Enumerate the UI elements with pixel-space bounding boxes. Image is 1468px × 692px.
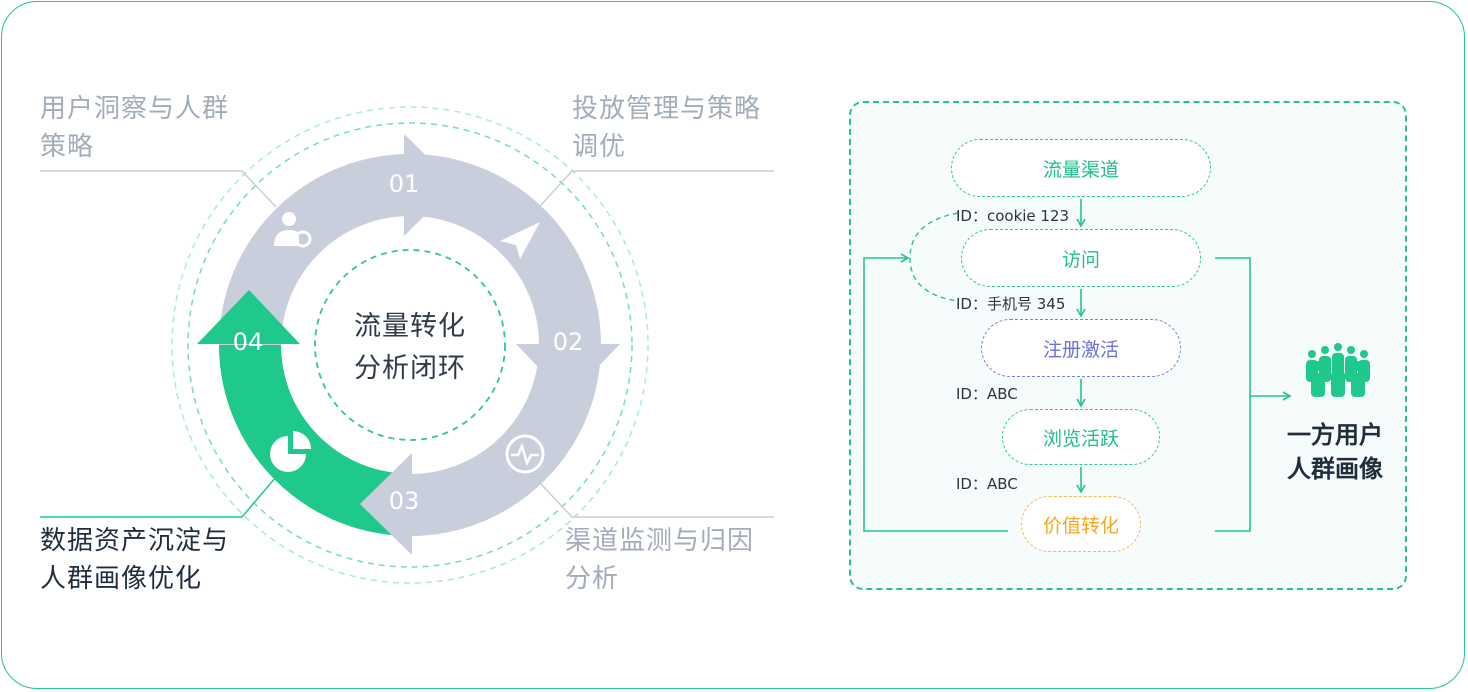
label-bottom-left: 数据资产沉淀与 人群画像优化 (40, 522, 229, 598)
label-top-right-line2: 调优 (572, 132, 627, 162)
id-label-cookie: ID：cookie 123 (956, 207, 1070, 225)
result-label-line1: 一方用户 (1287, 421, 1383, 449)
connector-top-left (40, 170, 277, 208)
step-number-01: 01 (388, 170, 420, 198)
arrow-head-03 (360, 453, 412, 555)
stage-browse-active: 浏览活跃 (1002, 409, 1160, 465)
id-label-abc-1: ID：ABC (956, 385, 1018, 403)
id-label-phone: ID：手机号 345 (956, 295, 1066, 313)
label-bottom-left-line2: 人群画像优化 (40, 564, 203, 594)
connector-bottom-right (539, 482, 774, 518)
inner-dashed-circle (314, 249, 506, 441)
label-top-left-line2: 策略 (40, 132, 95, 162)
stage-value-conversion: 价值转化 (1021, 496, 1141, 552)
step-number-04: 04 (232, 328, 264, 356)
cycle-center-title: 流量转化 分析闭环 (325, 306, 495, 390)
stage-register-activate: 注册激活 (981, 319, 1181, 377)
feedback-loop-line (863, 253, 1008, 532)
connector-top-right (539, 170, 774, 207)
center-title-line1: 流量转化 (354, 311, 466, 342)
arrow-head-04 (197, 290, 300, 344)
stage-visit: 访问 (961, 229, 1201, 287)
label-top-left-line1: 用户洞察与人群 (40, 94, 230, 124)
arrow-head-02 (516, 344, 620, 398)
connector-bottom-left (40, 476, 277, 518)
outer-dashed-ring-1 (187, 122, 633, 568)
pie-chart-icon (270, 431, 311, 472)
id-merge-curve (909, 212, 959, 302)
monitor-pulse-icon (505, 434, 545, 474)
outer-dashed-ring-2 (171, 106, 649, 584)
label-top-left: 用户洞察与人群 策略 (40, 90, 229, 166)
cycle-diagram (40, 106, 774, 584)
paper-plane-icon (500, 222, 540, 259)
label-top-right: 投放管理与策略 调优 (572, 90, 761, 166)
center-title-line2: 分析闭环 (354, 353, 466, 384)
crowd-icon (1306, 343, 1370, 397)
result-label: 一方用户 人群画像 (1283, 418, 1387, 486)
user-chart-icon (274, 212, 312, 248)
arrow-head-01 (404, 134, 456, 236)
label-bottom-right: 渠道监测与归因 分析 (565, 522, 754, 598)
label-bottom-left-line1: 数据资产沉淀与 (40, 526, 230, 556)
label-top-right-line1: 投放管理与策略 (572, 94, 762, 124)
stage-traffic-channel: 流量渠道 (951, 139, 1211, 197)
green-arc-segment (219, 344, 399, 535)
id-label-abc-2: ID：ABC (956, 475, 1018, 493)
result-label-line2: 人群画像 (1287, 455, 1383, 483)
step-number-02: 02 (552, 328, 584, 356)
bracket-top (1215, 257, 1251, 532)
label-bottom-right-line1: 渠道监测与归因 (565, 526, 755, 556)
step-number-03: 03 (388, 487, 420, 515)
label-bottom-right-line2: 分析 (565, 564, 620, 594)
